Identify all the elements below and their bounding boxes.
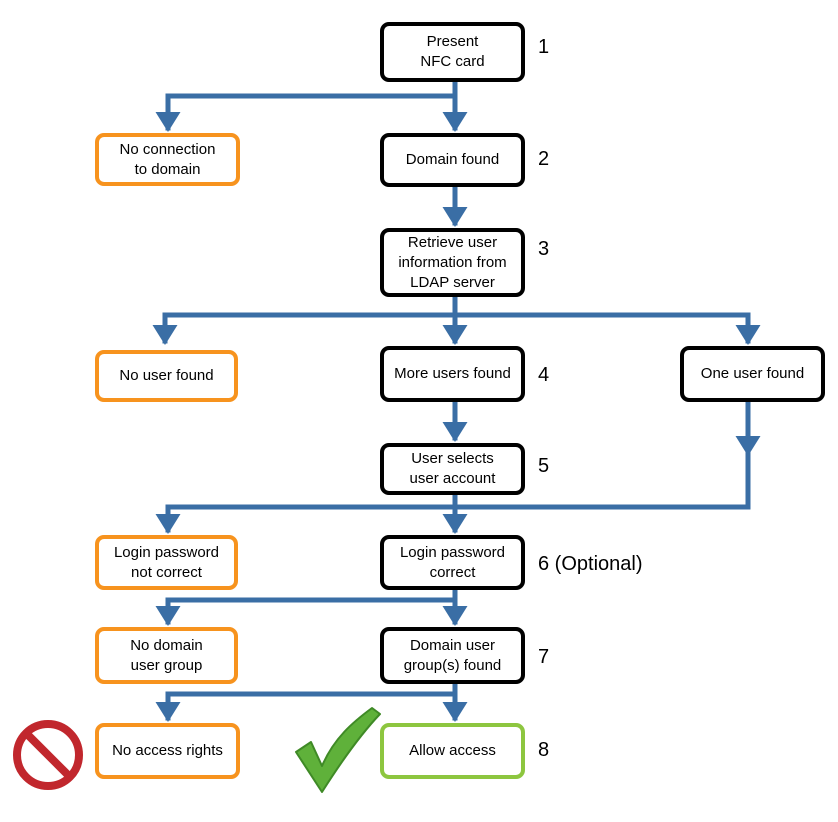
step-number-3: 3 <box>538 238 550 260</box>
node-allow-access: Allow access <box>380 723 525 779</box>
node-more-users: More users found <box>380 346 525 402</box>
node-retrieve-user: Retrieve user information from LDAP serv… <box>380 228 525 297</box>
node-user-selects: User selects user account <box>380 443 525 495</box>
step-number-4: 4 <box>538 364 550 386</box>
step-number-2: 2 <box>538 148 550 170</box>
node-pwd-correct: Login password correct <box>380 535 525 590</box>
step-number-7: 7 <box>538 646 550 668</box>
node-no-group: No domain user group <box>95 627 238 684</box>
node-domain-found: Domain found <box>380 133 525 187</box>
step-number-1: 1 <box>538 36 550 58</box>
node-no-connection: No connection to domain <box>95 133 240 186</box>
node-present-card: Present NFC card <box>380 22 525 82</box>
no-entry-icon <box>13 720 83 790</box>
step-number-8: 8 <box>538 739 550 761</box>
node-group-found: Domain user group(s) found <box>380 627 525 684</box>
node-pwd-incorrect: Login password not correct <box>95 535 238 590</box>
node-no-user: No user found <box>95 350 238 402</box>
node-no-access: No access rights <box>95 723 240 779</box>
step-number-6: 6 (Optional) <box>538 553 643 575</box>
checkmark-icon <box>295 707 381 793</box>
node-one-user: One user found <box>680 346 825 402</box>
step-number-5: 5 <box>538 455 550 477</box>
